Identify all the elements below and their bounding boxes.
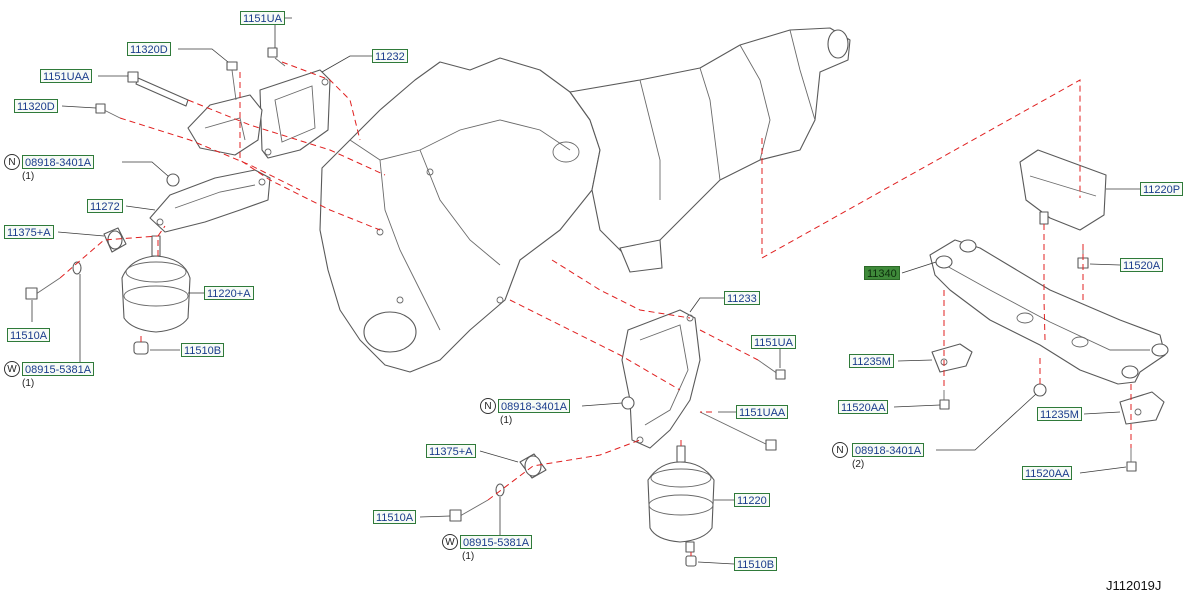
- part-label-11220[interactable]: 11220: [734, 493, 770, 507]
- diagram-code: J112019J: [1106, 578, 1162, 593]
- crossmember-group: [761, 79, 1169, 472]
- quantity-08918-right: (2): [852, 459, 865, 470]
- part-label-08915-left[interactable]: 08915-5381A: [22, 362, 95, 376]
- part-label-1151ua-top[interactable]: 1151UA: [240, 11, 285, 25]
- w-symbol-circle: W: [4, 361, 20, 377]
- part-label-11375-left[interactable]: 11375+A: [4, 225, 54, 239]
- leader-lines: [31, 17, 1140, 565]
- part-label-08918-right[interactable]: 08918-3401A: [852, 443, 925, 457]
- part-label-11272[interactable]: 11272: [87, 199, 123, 213]
- w-symbol-circle: W: [442, 534, 458, 550]
- quantity-08915-left: (1): [22, 378, 35, 389]
- part-label-11510a-left[interactable]: 11510A: [7, 328, 51, 342]
- part-label-11320d-lower[interactable]: 11320D: [14, 99, 58, 113]
- part-label-1151uaa-left[interactable]: 1151UAA: [40, 69, 93, 83]
- part-label-1151ua-center[interactable]: 1151UA: [751, 335, 796, 349]
- part-label-11232[interactable]: 11232: [372, 49, 408, 63]
- part-label-11375-center[interactable]: 11375+A: [426, 444, 476, 458]
- part-label-1151uaa-center[interactable]: 1151UAA: [736, 405, 789, 419]
- part-label-11220p[interactable]: 11220P: [1140, 182, 1184, 196]
- part-label-11510b-center[interactable]: 11510B: [734, 557, 778, 571]
- part-label-11220-plus-a[interactable]: 11220+A: [204, 286, 254, 300]
- part-label-08918-center[interactable]: 08918-3401A: [498, 399, 571, 413]
- center-bracket-group: [449, 259, 786, 567]
- part-label-11235m-left[interactable]: 11235M: [849, 354, 894, 368]
- part-label-11520aa-left[interactable]: 11520AA: [838, 400, 889, 414]
- part-label-08918-left[interactable]: 08918-3401A: [22, 155, 95, 169]
- quantity-08918-left: (1): [22, 171, 35, 182]
- part-label-11340-highlighted[interactable]: 11340: [864, 266, 900, 280]
- part-label-11233[interactable]: 11233: [724, 291, 760, 305]
- engine-transmission-assembly: [319, 27, 851, 373]
- n-symbol-circle: N: [832, 442, 848, 458]
- part-label-11520aa-right[interactable]: 11520AA: [1022, 466, 1073, 480]
- part-label-11510b-left[interactable]: 11510B: [181, 343, 225, 357]
- part-label-11320d-upper[interactable]: 11320D: [127, 42, 171, 56]
- part-label-08915-center[interactable]: 08915-5381A: [460, 535, 533, 549]
- part-label-11510a-center[interactable]: 11510A: [373, 510, 417, 524]
- n-symbol-circle: N: [4, 154, 20, 170]
- part-label-11520a[interactable]: 11520A: [1120, 258, 1164, 272]
- quantity-08918-center: (1): [500, 415, 513, 426]
- n-symbol-circle: N: [480, 398, 496, 414]
- left-bracket-group: [25, 47, 386, 355]
- quantity-08915-center: (1): [462, 551, 475, 562]
- part-label-11235m-right[interactable]: 11235M: [1037, 407, 1082, 421]
